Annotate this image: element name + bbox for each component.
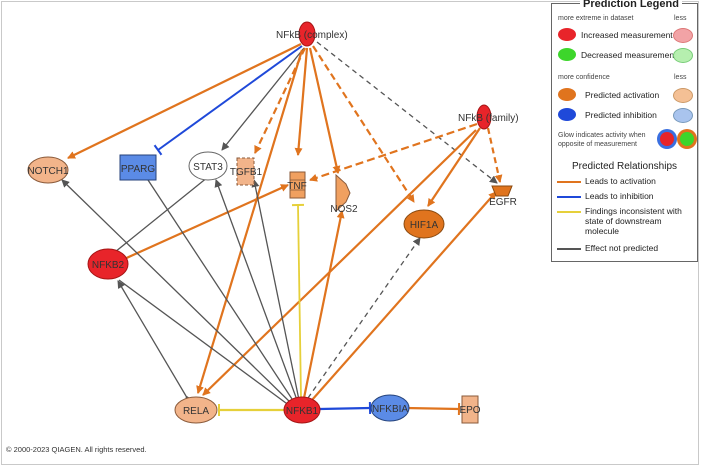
label-egfr: EGFR [489,197,517,208]
label-nfkb2: NFKB2 [92,260,125,271]
edge-nfkbc-notch1 [67,43,302,159]
edge-nfkb1-stat3 [214,179,298,401]
inhibition-light-dot-icon [673,108,693,123]
legend-less-label-1: less [674,15,687,22]
edge-nfkbc-tgfb1 [254,47,306,154]
legend-pred-inhibition: Predicted inhibition [585,110,657,120]
increased-dot-icon [558,28,576,41]
legend-pred-activation: Predicted activation [585,90,660,100]
edge-nfkbc-nos2 [308,47,341,174]
edge-nfkb2-tnf [121,183,289,262]
edge-nfkbc-pparg [153,45,303,156]
legend-leads-inhibition: Leads to inhibition [585,191,654,201]
edge-nfkbia-epo [405,402,461,416]
label-nfkb1: NFKB1 [286,406,319,417]
edge-nfkbf-hif1a [427,127,481,207]
edge-nfkb1-tgfb1 [251,179,300,401]
glow-red-icon [660,132,674,146]
legend-relationships-title: Predicted Relationships [571,161,678,172]
edges-nfkb-complex [67,41,498,394]
label-hif1a: HIF1A [410,220,439,231]
edge-nfkb1-nfkbia [319,401,372,415]
node-rela[interactable]: RELA [174,396,218,424]
label-pparg: PPARG [121,164,155,175]
decreased-light-dot-icon [673,48,693,63]
label-nfkb-complex: NFkB (complex) [276,30,348,41]
legend-decreased: Decreased measurement [581,50,677,60]
inconsistent-line-icon [557,211,581,213]
edge-nfkb1-nos2 [302,210,345,399]
label-nos2: NOS2 [330,204,358,215]
edges-nfkb1 [61,179,497,416]
edge-rela-nfkb2 [117,280,194,405]
edge-nfkb1-hif1a [307,237,421,399]
node-tgfb1[interactable]: TGFB1 [230,157,263,186]
activation-line-icon [557,181,581,183]
edge-nfkb1-tnf [291,203,305,399]
legend-increased: Increased measurement [581,30,673,40]
legend-findings-inconsistent: Findings inconsistent with state of down… [585,206,682,236]
edge-nfkbc-stat3 [221,47,305,151]
edge-nfkb1-egfr [311,191,497,401]
label-notch1: NOTCH1 [27,166,69,177]
node-notch1[interactable]: NOTCH1 [27,156,69,184]
edge-nfkb1-pparg [147,179,295,403]
node-nfkb2[interactable]: NFKB2 [87,248,129,280]
prediction-legend: Prediction Legend more extreme in datase… [551,0,698,262]
label-tgfb1: TGFB1 [230,167,263,178]
legend-less-label-2: less [674,74,687,81]
node-nfkbia[interactable]: NFKBIA [370,394,410,422]
label-tnf: TNF [287,181,306,192]
node-tnf[interactable]: TNF [287,171,307,199]
node-pparg[interactable]: PPARG [119,154,157,181]
edges-other [117,280,461,416]
node-egfr[interactable]: EGFR [489,185,517,208]
decreased-dot-icon [558,48,576,61]
copyright-notice: © 2000-2023 QIAGEN. All rights reserved. [6,445,147,454]
legend-confidence-label: more confidence [558,74,610,81]
label-nfkb-family: NFkB (family) [458,113,519,124]
inhibition-dot-icon [558,108,576,121]
edges-nfkb2 [114,176,289,262]
edge-nfkbc-hif1a [312,45,415,203]
label-epo: EPO [459,405,480,416]
node-hif1a[interactable]: HIF1A [403,209,445,239]
edge-nfkbc-tnf [294,47,309,156]
edge-nfkbf-egfr [486,127,503,183]
edge-nfkb2-stat3 [114,176,209,253]
activation-dot-icon [558,88,576,101]
not-predicted-line-icon [557,248,581,250]
glow-green-icon [680,132,694,146]
edge-nfkbc-rela [196,49,304,394]
legend-glow-note: Glow indicates activity when opposite of… [558,132,646,148]
node-nfkb-family[interactable]: NFkB (family) [458,104,519,130]
legend-leads-activation: Leads to activation [585,176,656,186]
node-stat3[interactable]: STAT3 [188,151,228,181]
edge-nfkbf-rela [202,129,477,396]
inhibition-line-icon [557,196,581,198]
node-nfkb-complex[interactable]: NFkB (complex) [276,21,348,47]
increased-light-dot-icon [673,28,693,43]
edges-nfkb-family [202,122,503,396]
legend-title: Prediction Legend [580,0,682,10]
node-epo[interactable]: EPO [459,395,481,424]
label-rela: RELA [183,406,209,417]
edge-nfkbc-egfr [316,41,498,184]
edge-nfkbf-tnf [309,122,478,182]
node-nfkb1[interactable]: NFKB1 [283,396,321,424]
activation-light-dot-icon [673,88,693,103]
label-nfkbia: NFKBIA [372,404,408,415]
label-stat3: STAT3 [193,162,223,173]
legend-extreme-label: more extreme in dataset [558,15,634,22]
node-nos2[interactable]: NOS2 [330,173,358,215]
legend-effect-not-predicted: Effect not predicted [585,243,659,253]
edge-nfkb1-nfkb2 [118,279,291,407]
